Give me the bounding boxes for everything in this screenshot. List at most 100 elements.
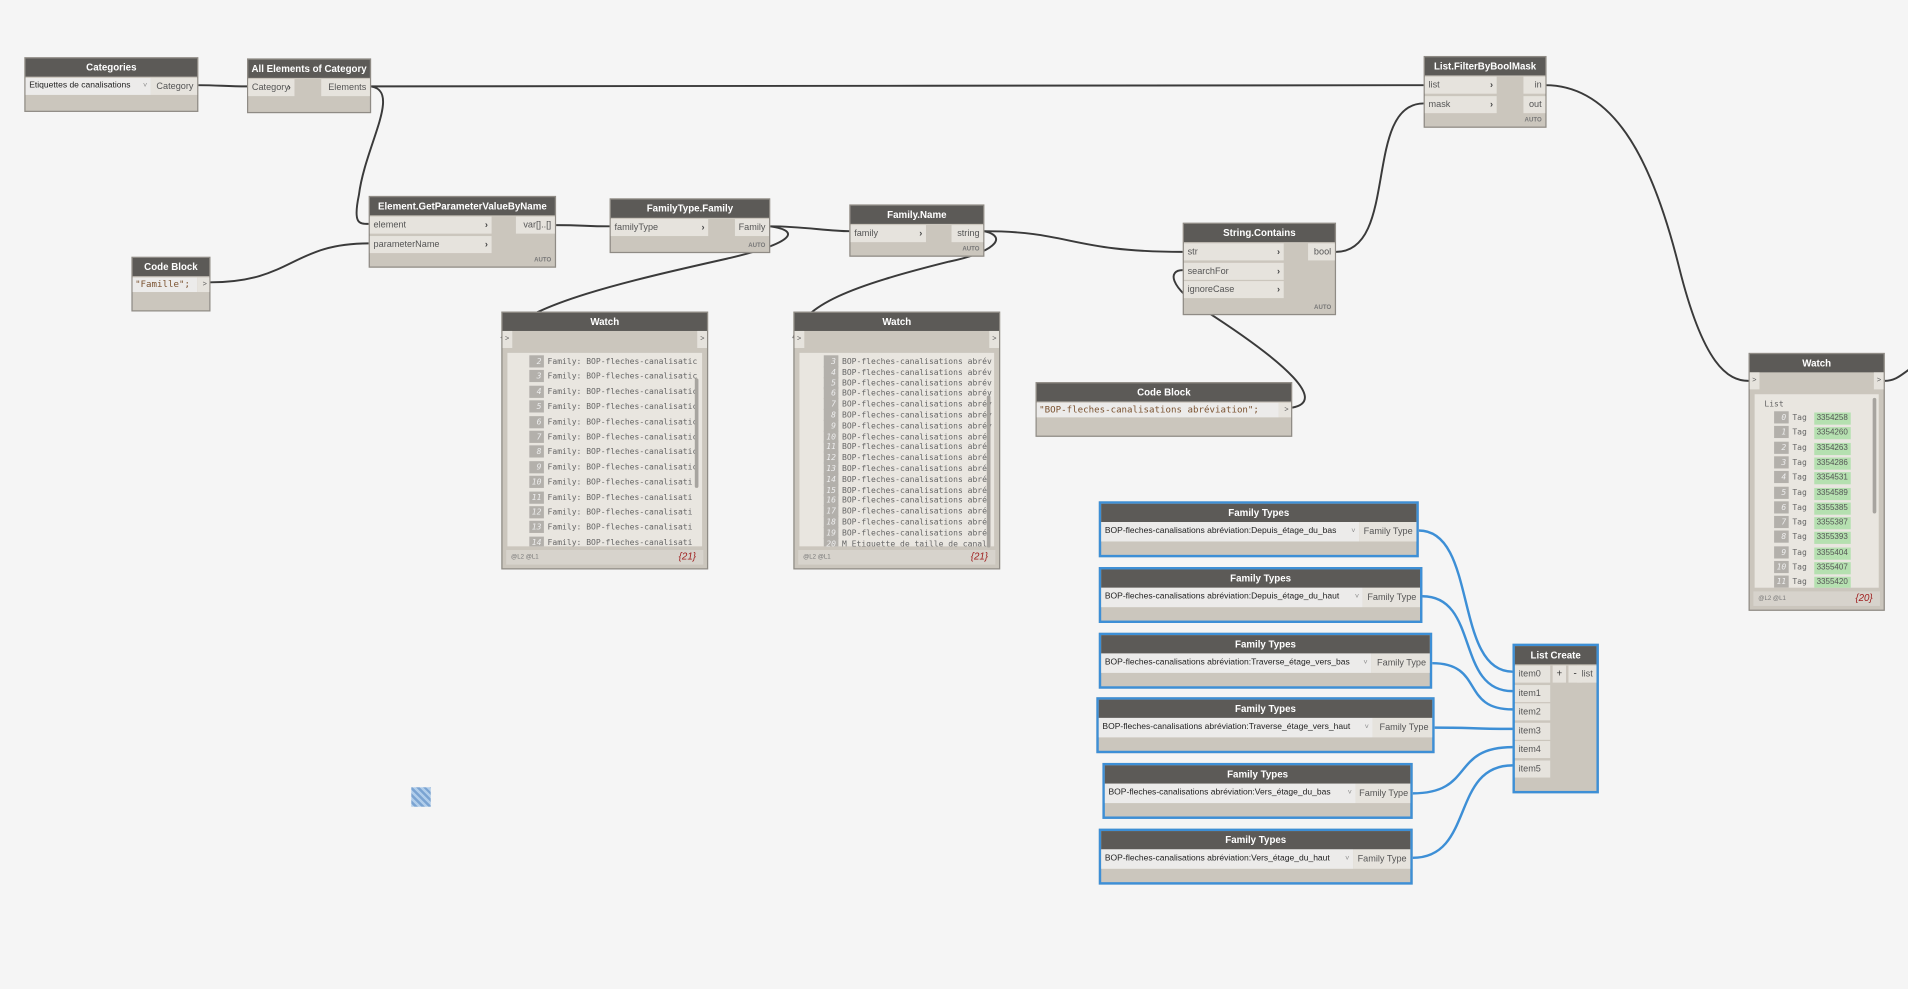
input-port-item5[interactable]: item5 <box>1514 759 1551 777</box>
input-port-ignorecase[interactable]: ignoreCase› <box>1183 281 1284 299</box>
output-port-family-type[interactable]: Family Type <box>1362 587 1421 608</box>
node-code-block-1[interactable]: Code Block"Famille";> <box>131 256 211 312</box>
output-port[interactable]: > <box>197 277 210 293</box>
item-index: 7 <box>1774 516 1789 529</box>
wire[interactable] <box>1432 661 1513 711</box>
item-index: 4 <box>529 385 544 398</box>
input-port-item3[interactable]: item3 <box>1514 722 1551 740</box>
scrollbar[interactable] <box>986 395 991 548</box>
wire[interactable] <box>198 84 248 88</box>
output-port-family-type[interactable]: Family Type <box>1353 849 1411 869</box>
output-port-category[interactable]: Category <box>150 77 198 95</box>
category-dropdown[interactable]: Etiquettes de canalisations˅ <box>25 77 151 95</box>
input-port-familytype[interactable]: familyType› <box>610 219 709 237</box>
output-port-bool[interactable]: bool <box>1308 243 1335 261</box>
output-port[interactable]: > <box>697 330 707 349</box>
input-port[interactable]: > <box>794 330 805 349</box>
family-type-dropdown[interactable]: BOP-fleches-canalisations abréviation:De… <box>1101 587 1363 608</box>
item-index: 11 <box>1774 575 1789 588</box>
input-port-mask[interactable]: mask› <box>1424 95 1497 113</box>
output-port[interactable]: > <box>1873 372 1884 390</box>
code-editor[interactable]: "Famille"; <box>132 277 198 293</box>
family-type-dropdown[interactable]: BOP-fleches-canalisations abréviation:De… <box>1101 522 1360 542</box>
output-port-elements[interactable]: Elements <box>321 79 370 97</box>
family-type-dropdown[interactable]: BOP-fleches-canalisations abréviation:Tr… <box>1101 653 1372 673</box>
wire[interactable] <box>1434 726 1513 731</box>
output-port-family-type[interactable]: Family Type <box>1372 717 1433 738</box>
wire[interactable] <box>1422 595 1513 693</box>
input-port-family[interactable]: family› <box>850 225 926 243</box>
output-port-family-type[interactable]: Family Type <box>1355 783 1411 804</box>
input-port-item2[interactable]: item2 <box>1514 703 1551 721</box>
family-type-dropdown[interactable]: BOP-fleches-canalisations abréviation:Ve… <box>1104 783 1356 804</box>
wire[interactable] <box>1336 102 1424 253</box>
add-input-button[interactable]: + <box>1552 665 1567 683</box>
wire[interactable] <box>210 242 369 284</box>
input-port-parametername[interactable]: parameterName› <box>369 235 492 253</box>
wire[interactable] <box>371 84 1424 88</box>
node-code-block-2[interactable]: Code Block"BOP-fleches-canalisations abr… <box>1035 382 1293 437</box>
family-type-dropdown[interactable]: BOP-fleches-canalisations abréviation:Ve… <box>1101 849 1354 869</box>
output-port-family-type[interactable]: Family Type <box>1371 653 1430 673</box>
wire[interactable] <box>770 225 850 233</box>
wire[interactable] <box>1412 764 1513 860</box>
node-title: Family Types <box>1101 831 1411 850</box>
wire[interactable] <box>1412 745 1513 795</box>
wire[interactable] <box>1172 269 1306 409</box>
output-port-var[interactable]: var[]..[] <box>515 216 555 234</box>
wire[interactable] <box>1545 84 1749 382</box>
input-port[interactable]: > <box>502 330 513 349</box>
output-port[interactable]: > <box>1278 402 1292 418</box>
input-port-element[interactable]: element› <box>369 216 492 234</box>
output-port-in[interactable]: in <box>1523 76 1546 94</box>
item-index: 7 <box>823 398 839 411</box>
input-port[interactable]: > <box>1749 372 1760 390</box>
wire[interactable] <box>556 224 610 228</box>
input-port-str[interactable]: str› <box>1183 243 1284 261</box>
wire[interactable] <box>1418 529 1513 673</box>
item-value: 3355404 <box>1814 547 1851 560</box>
wire[interactable] <box>984 230 1183 253</box>
input-port-list[interactable]: list› <box>1424 76 1497 94</box>
scrollbar[interactable] <box>1872 397 1877 514</box>
scrollbar[interactable] <box>694 378 699 488</box>
input-port-searchfor[interactable]: searchFor› <box>1183 262 1284 280</box>
input-port-category[interactable]: Category› <box>248 79 295 97</box>
wire[interactable] <box>355 85 385 225</box>
input-port-item0[interactable]: item0 <box>1514 665 1551 683</box>
input-port-item4[interactable]: item4 <box>1514 741 1551 759</box>
output-port-out[interactable]: out <box>1523 95 1546 113</box>
wire[interactable] <box>1884 365 1908 382</box>
input-port-item1[interactable]: item1 <box>1514 684 1551 702</box>
output-port-family-type[interactable]: Family Type <box>1359 522 1417 542</box>
family-type-dropdown[interactable]: BOP-fleches-canalisations abréviation:Tr… <box>1098 717 1373 738</box>
output-port-family[interactable]: Family <box>734 219 770 237</box>
code-editor[interactable]: "BOP-fleches-canalisations abréviation"; <box>1036 402 1279 418</box>
output-port-string[interactable]: string <box>951 225 984 243</box>
output-port[interactable]: > <box>989 330 999 349</box>
output-port-list[interactable]: list <box>1576 665 1597 683</box>
